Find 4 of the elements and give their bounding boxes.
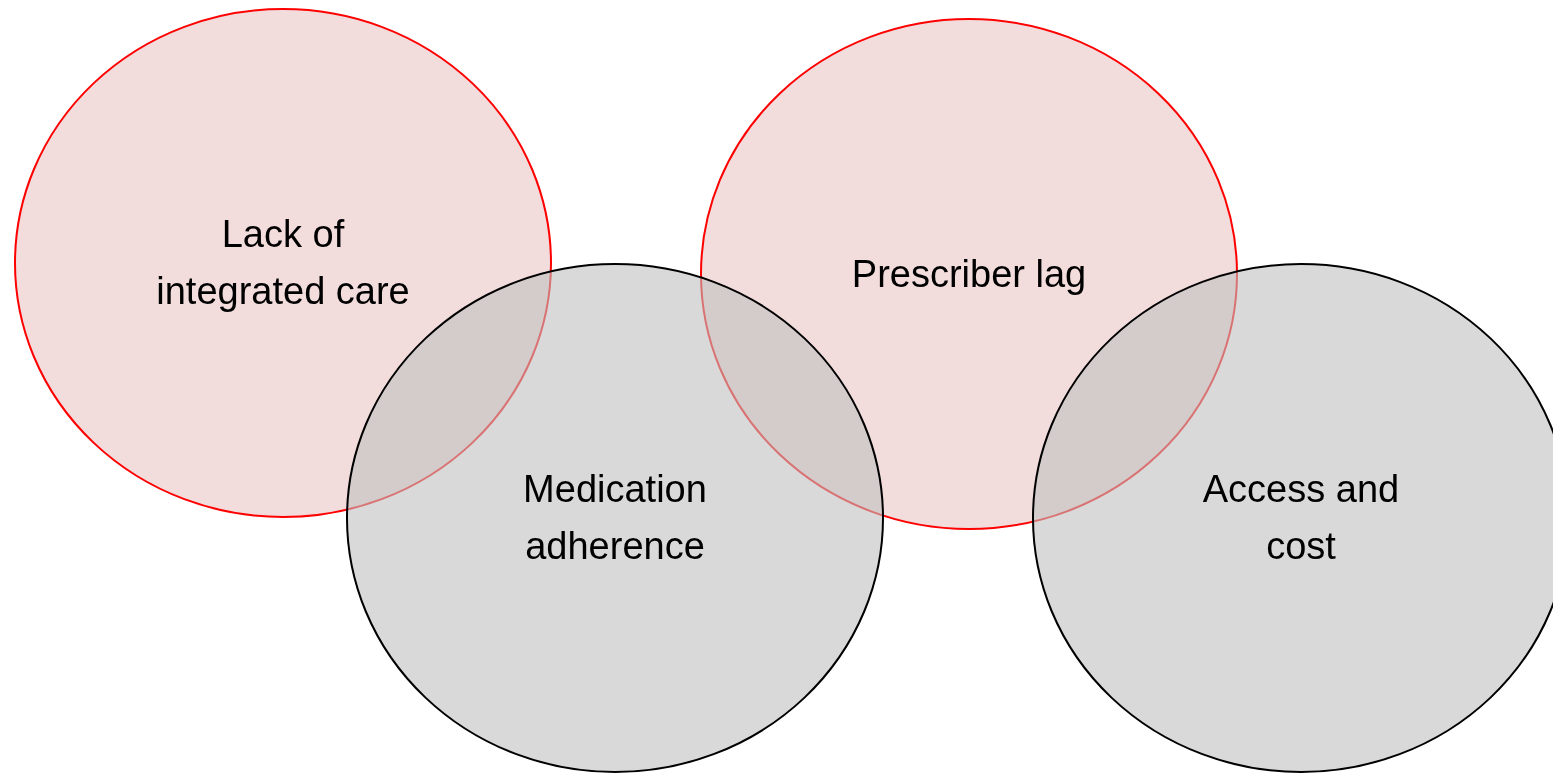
node-label: Medication adherence: [522, 467, 708, 569]
node-label: Prescriber lag: [851, 251, 1087, 297]
node-label: Access and cost: [1201, 467, 1401, 569]
node-label: Lack of integrated care: [155, 212, 411, 314]
